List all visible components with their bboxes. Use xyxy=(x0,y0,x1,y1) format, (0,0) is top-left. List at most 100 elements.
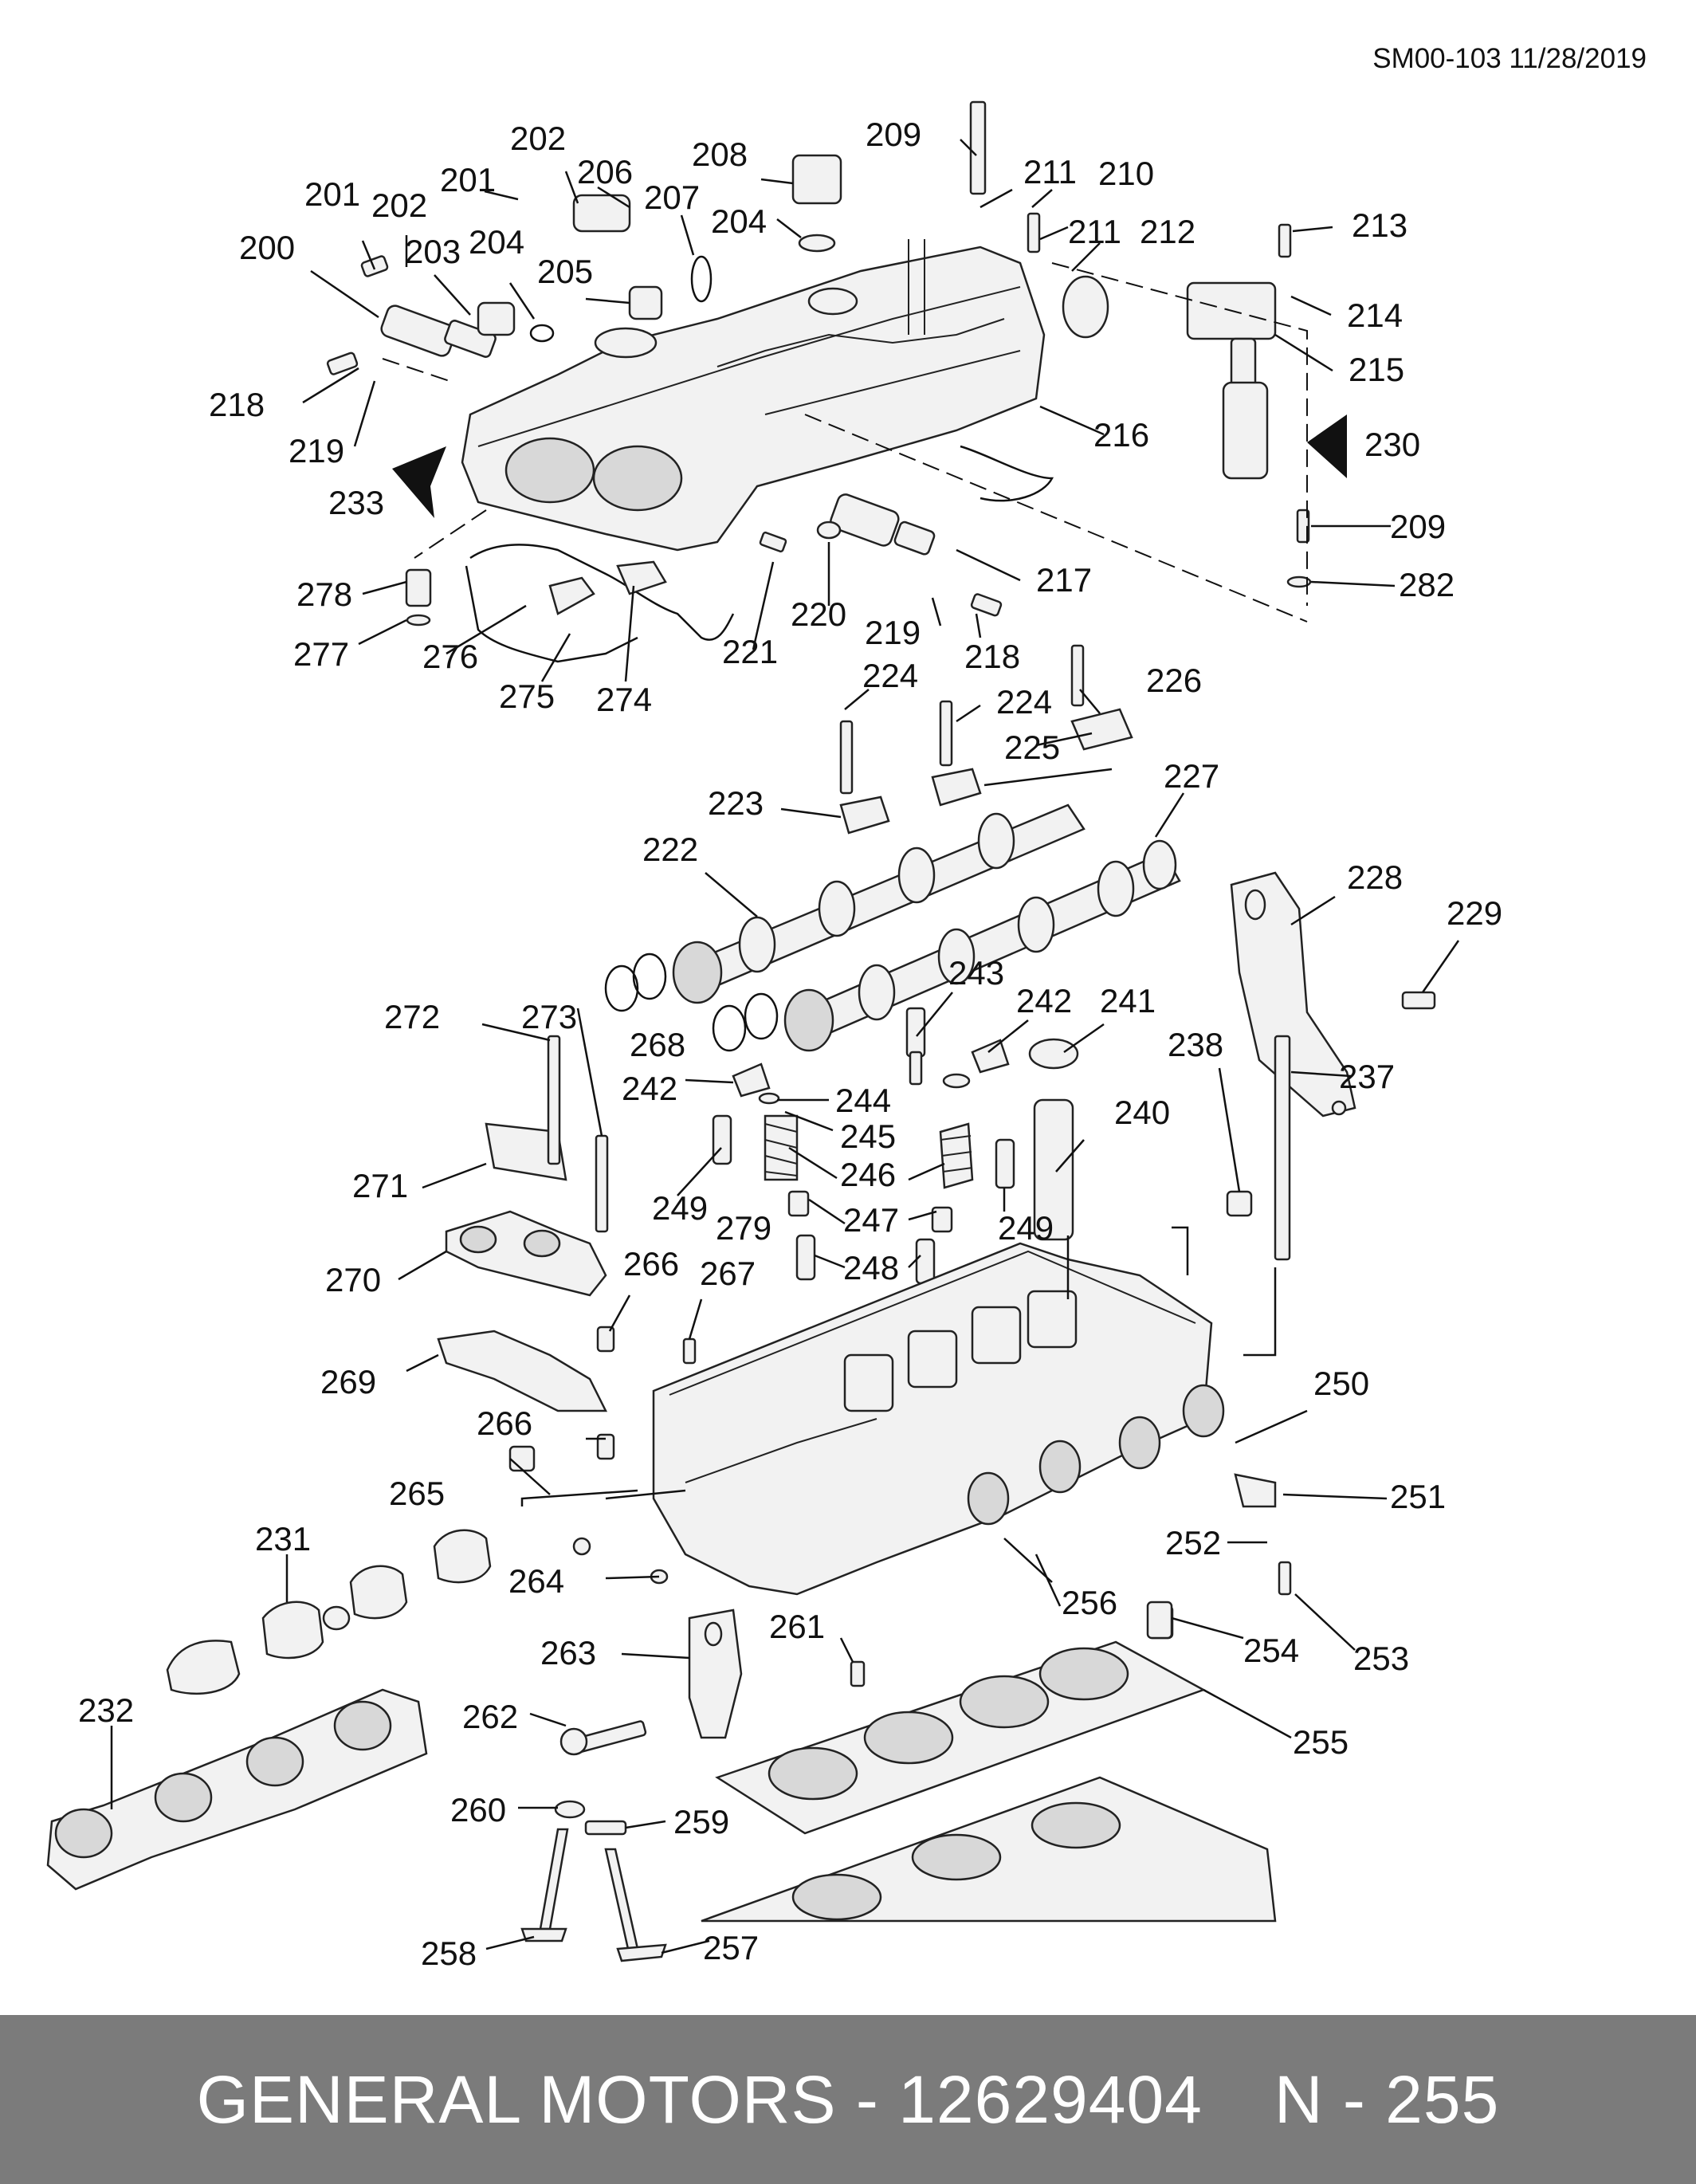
callout-221: 221 xyxy=(722,633,778,670)
callout-216: 216 xyxy=(1093,416,1149,454)
callout-248: 248 xyxy=(843,1249,899,1286)
intake-manifold-gasket-232 xyxy=(46,1688,428,1891)
callout-209a: 209 xyxy=(866,116,921,153)
callout-265: 265 xyxy=(389,1475,445,1512)
camshaft-bearing-caps xyxy=(839,644,1133,835)
callout-202a: 202 xyxy=(510,120,566,157)
callout-269: 269 xyxy=(320,1363,376,1400)
callout-214: 214 xyxy=(1347,297,1403,334)
callout-242b: 242 xyxy=(622,1070,677,1107)
callout-259: 259 xyxy=(673,1803,729,1840)
callout-200: 200 xyxy=(239,229,295,266)
callout-282: 282 xyxy=(1399,566,1455,603)
callout-241: 241 xyxy=(1100,982,1156,1019)
cover-seals xyxy=(529,255,1109,343)
callout-208: 208 xyxy=(692,136,748,173)
callout-203: 203 xyxy=(405,233,461,270)
pcv-valve-208 xyxy=(791,154,842,253)
chain-guides xyxy=(548,560,667,615)
arrow-233 xyxy=(392,446,446,518)
camshaft-222 xyxy=(672,803,1086,1004)
callout-251: 251 xyxy=(1390,1478,1446,1515)
callout-225: 225 xyxy=(1004,729,1060,766)
callout-229: 229 xyxy=(1447,894,1502,932)
callout-272: 272 xyxy=(384,998,440,1035)
callout-206: 206 xyxy=(577,153,633,191)
callout-212: 212 xyxy=(1140,213,1195,250)
footer-banner: GENERAL MOTORS - 12629404 N - 255 xyxy=(0,2015,1696,2184)
callout-223: 223 xyxy=(708,784,764,822)
callout-257: 257 xyxy=(703,1929,759,1966)
exhaust-cam-actuator-solenoid xyxy=(380,304,497,358)
callout-213: 213 xyxy=(1352,206,1407,244)
dowel-254 xyxy=(1146,1601,1173,1640)
callout-215: 215 xyxy=(1349,351,1404,388)
callout-266b: 266 xyxy=(477,1404,532,1442)
footer-page-number: N - 255 xyxy=(1274,2061,1500,2137)
callout-230: 230 xyxy=(1364,426,1420,463)
callout-252: 252 xyxy=(1165,1524,1221,1561)
callout-211b: 211 xyxy=(1068,213,1121,250)
callout-224a: 224 xyxy=(862,657,918,694)
callout-245: 245 xyxy=(840,1118,896,1155)
footer-part-number: 12629404 xyxy=(898,2061,1203,2137)
callout-202b: 202 xyxy=(371,187,427,224)
camshaft-227 xyxy=(783,839,1181,1052)
ignition-coil xyxy=(1186,281,1277,480)
callout-233: 233 xyxy=(328,484,384,521)
camshaft-position-sensors xyxy=(477,194,663,336)
cylinder-head xyxy=(652,1242,1225,1596)
assembly-dashed-lines xyxy=(382,262,1308,623)
callout-226: 226 xyxy=(1146,662,1202,699)
callout-278: 278 xyxy=(296,575,352,613)
callout-227: 227 xyxy=(1164,757,1219,795)
callout-261: 261 xyxy=(769,1608,825,1645)
callout-277: 277 xyxy=(293,635,349,673)
callout-209b: 209 xyxy=(1390,508,1446,545)
callout-275: 275 xyxy=(499,678,555,715)
callout-264: 264 xyxy=(508,1562,564,1600)
callout-270: 270 xyxy=(325,1261,381,1298)
timing-chain xyxy=(465,544,735,663)
callout-leaders xyxy=(110,139,1460,1954)
callout-201b: 201 xyxy=(440,161,496,198)
callout-255: 255 xyxy=(1293,1723,1349,1761)
intake-cam-actuator-solenoid xyxy=(830,493,936,556)
footer-brand: GENERAL MOTORS xyxy=(196,2061,837,2137)
callout-205: 205 xyxy=(537,253,593,290)
bearing-housing-269 xyxy=(437,1330,608,1412)
callout-258: 258 xyxy=(421,1935,477,1972)
callout-279: 279 xyxy=(716,1209,771,1247)
head-assembly-leaders xyxy=(520,1226,1277,1506)
head-fasteners xyxy=(508,1035,1292,1687)
valvetrain-components xyxy=(712,1007,1253,1285)
callout-256: 256 xyxy=(1062,1584,1117,1621)
callout-219a: 219 xyxy=(289,432,344,469)
callout-246: 246 xyxy=(840,1156,896,1193)
callout-204a: 204 xyxy=(469,223,524,261)
callout-231: 231 xyxy=(255,1520,311,1557)
callout-249b: 249 xyxy=(998,1209,1054,1247)
callout-250: 250 xyxy=(1313,1365,1369,1402)
bracket-263 xyxy=(688,1609,743,1739)
camshaft-bearing-housing-270 xyxy=(445,1210,607,1297)
diagram-reference-code: SM00-103 11/28/2019 xyxy=(1372,43,1647,74)
arrow-230 xyxy=(1307,414,1347,478)
callout-219b: 219 xyxy=(865,614,921,651)
callout-201a: 201 xyxy=(304,175,360,213)
callout-247: 247 xyxy=(843,1201,899,1239)
bearing-cap-271 xyxy=(485,1122,567,1181)
camshaft-seals-268 xyxy=(604,953,779,1052)
cover-gasket xyxy=(960,445,1054,502)
callout-232: 232 xyxy=(78,1691,134,1729)
callout-237: 237 xyxy=(1339,1058,1395,1095)
callout-238: 238 xyxy=(1168,1026,1223,1063)
callout-217: 217 xyxy=(1036,561,1092,599)
camshaft-cover xyxy=(461,239,1046,552)
callout-268: 268 xyxy=(630,1026,685,1063)
callout-243: 243 xyxy=(948,954,1004,992)
callout-211a: 211 xyxy=(1023,153,1077,191)
callout-204b: 204 xyxy=(711,202,767,240)
callout-207: 207 xyxy=(644,179,700,216)
